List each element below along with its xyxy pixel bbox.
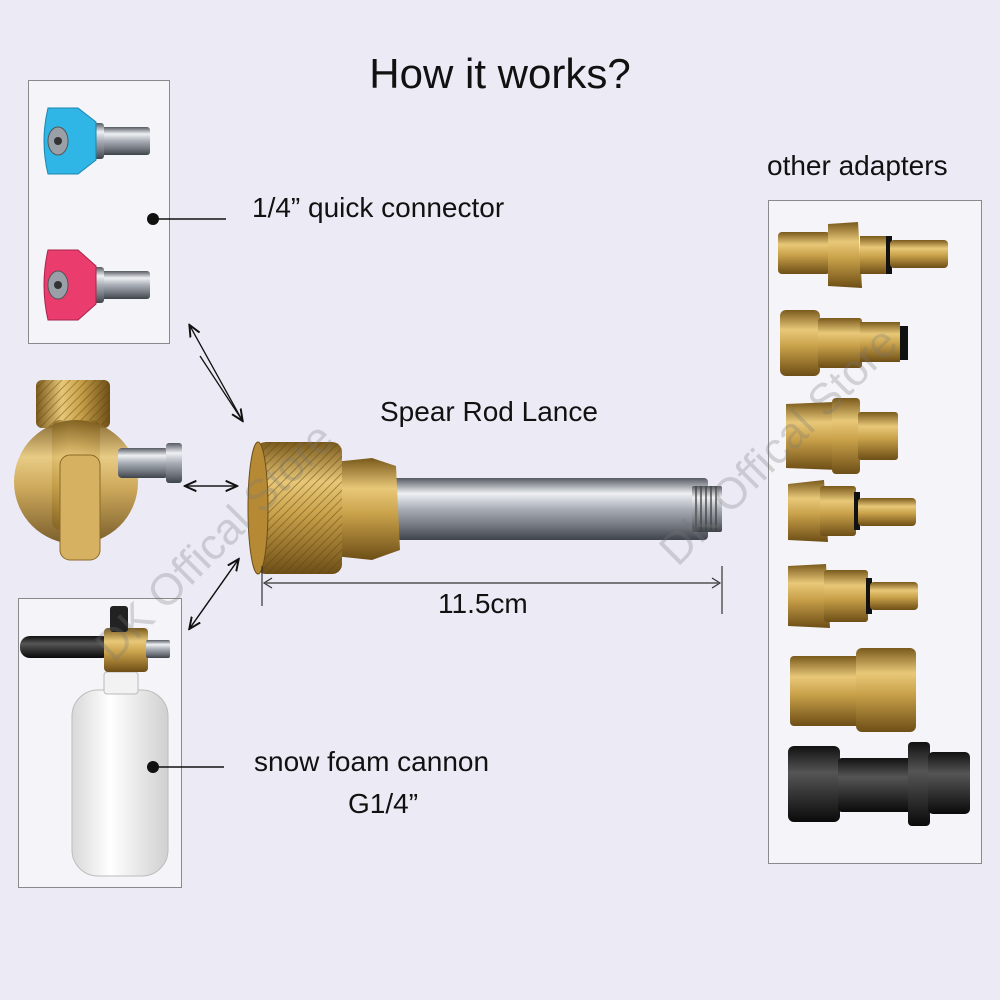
spear-rod-label: Spear Rod Lance xyxy=(380,396,598,427)
swivel-connector xyxy=(14,380,182,561)
dimension-line xyxy=(261,566,723,614)
foam-cannon-thread-label: G1/4” xyxy=(348,788,419,819)
adapter-7 xyxy=(788,742,970,826)
length-label: 11.5cm xyxy=(438,588,528,619)
quick-connector-label: 1/4” quick connector xyxy=(252,192,505,223)
adapter-2 xyxy=(780,310,908,376)
adapter-3 xyxy=(786,398,898,474)
adapter-1 xyxy=(778,222,948,288)
adapter-5 xyxy=(788,564,918,628)
adapter-4 xyxy=(788,480,916,542)
foam-cannon xyxy=(20,606,170,877)
quick-connector-red xyxy=(43,249,150,321)
spear-rod-lance xyxy=(247,441,722,575)
foam-cannon-label: snow foam cannon xyxy=(254,746,490,777)
other-adapters-label: other adapters xyxy=(767,150,948,181)
quick-connector-blue xyxy=(43,107,150,175)
page-title: How it works? xyxy=(369,50,631,97)
adapter-6 xyxy=(790,648,916,732)
